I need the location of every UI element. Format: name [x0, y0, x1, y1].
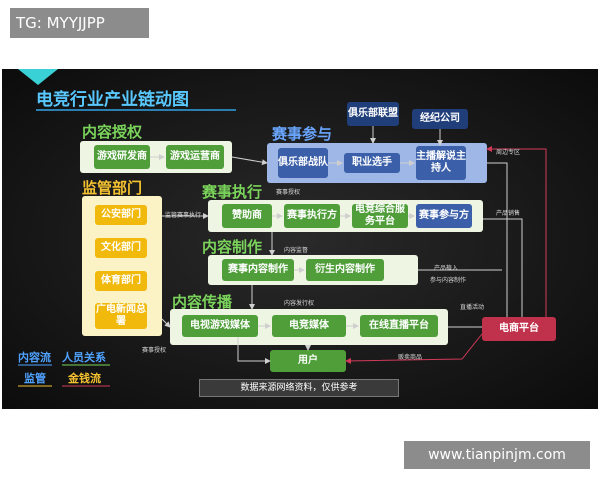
section-event-participation: 赛事参与	[272, 125, 333, 143]
diagram-title: 电竞行业产业链动图	[36, 90, 189, 110]
node-host-commentator: 主播解说主持人	[416, 146, 466, 180]
section-content-production: 内容制作	[202, 238, 263, 256]
edge-label-broadcast-license: 赛事授权	[142, 347, 167, 354]
edge-label-sell-products: 贩卖商品	[398, 354, 423, 361]
node-sponsor: 赞助商	[222, 204, 272, 228]
node-user: 用户	[270, 350, 346, 372]
edge-label-product-placement: 产品植入	[434, 265, 459, 272]
node-sports-dept: 体育部门	[95, 271, 147, 291]
node-game-operator: 游戏运营商	[166, 145, 224, 169]
title-underline	[36, 109, 236, 111]
node-club-league: 俱乐部联盟	[347, 102, 399, 126]
edge-label-merch: 周边专区	[496, 149, 521, 156]
edge-label-supervise-execution: 监管赛事执行	[165, 212, 202, 219]
node-live-platform: 在线直播平台	[360, 315, 438, 337]
legend-content-flow: 内容流	[18, 351, 51, 364]
footer-url: www.tianpinjm.com	[404, 441, 590, 469]
edge-label-content-participate: 参与内容制作	[430, 277, 467, 284]
node-derivative-content: 衍生内容制作	[306, 259, 384, 281]
edge-label-event-license: 赛事授权	[276, 189, 301, 196]
watermark-tag: TG: MYYJJPP	[10, 8, 149, 38]
node-event-content: 赛事内容制作	[222, 259, 294, 281]
node-event-participant: 赛事参与方	[416, 204, 472, 228]
legend-money-flow: 金钱流	[68, 372, 101, 385]
node-broadcast-admin: 广电新闻总署	[95, 303, 147, 329]
diagram-panel: 电竞行业产业链动图 内容授权 游戏研发商 游戏运营商 监管部门 公安部门 文化部…	[2, 69, 598, 409]
section-content-license: 内容授权	[82, 123, 143, 141]
node-esports-platform: 电竞综合服务平台	[352, 204, 408, 228]
edge-label-product-sales: 产品销售	[496, 210, 521, 217]
section-supervision: 监管部门	[82, 179, 143, 197]
section-event-execution: 赛事执行	[202, 183, 263, 201]
source-note: 数据来源网络资料，仅供参考	[199, 379, 399, 397]
edge-label-distribution-rights: 内容发行权	[284, 300, 315, 307]
node-club-team: 俱乐部战队	[278, 148, 328, 178]
section-content-distribution: 内容传播	[172, 293, 233, 311]
node-culture-dept: 文化部门	[95, 238, 147, 258]
flow-arrows	[150, 126, 547, 364]
corner-accent	[18, 69, 58, 85]
legend-personnel: 人员关系	[62, 351, 106, 364]
node-event-executor: 赛事执行方	[284, 204, 340, 228]
node-tv-game-media: 电视游戏媒体	[182, 315, 258, 337]
legend-supervision: 监管	[24, 372, 46, 385]
node-pro-player: 职业选手	[344, 153, 400, 173]
edge-label-live-activity: 直播活动	[460, 304, 485, 311]
node-game-developer: 游戏研发商	[94, 145, 150, 169]
legend-underlines	[18, 364, 110, 387]
node-esports-media: 电竞媒体	[272, 315, 346, 337]
edge-label-content-supervise: 内容监督	[284, 247, 309, 254]
node-ecommerce-platform: 电商平台	[482, 317, 556, 341]
node-agency: 经纪公司	[412, 109, 468, 129]
node-public-security: 公安部门	[95, 205, 147, 225]
